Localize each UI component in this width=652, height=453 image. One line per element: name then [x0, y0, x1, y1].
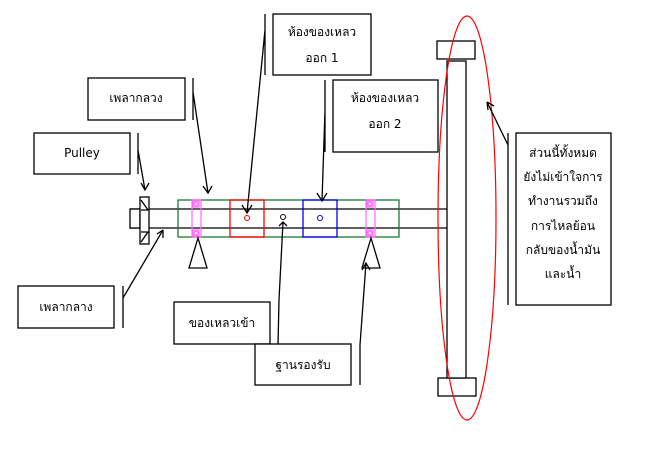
bearing-right — [365, 199, 376, 238]
disk-top-cap — [436, 40, 476, 60]
housing-rect — [177, 199, 400, 238]
label-outlet2: ห้องของเหลว ออก 2 — [332, 79, 439, 153]
label-center-shaft: เพลากลาง — [17, 285, 115, 329]
note-box: ส่วนนี้ทั้งหมด ยังไม่เข้าใจการ ทำงานรวมถ… — [515, 132, 612, 306]
bearing-left — [191, 199, 202, 238]
shaft — [129, 208, 447, 229]
note-line: การไหลย้อน — [531, 219, 595, 233]
label-hollow-shaft: เพลากลวง — [87, 77, 186, 121]
note-line: และน้ำ — [545, 265, 581, 281]
label-text: ออก 2 — [368, 117, 401, 131]
support-triangle-right — [361, 235, 381, 269]
label-text: Pulley — [64, 146, 100, 160]
disk-body — [446, 60, 467, 379]
label-text: ห้องของเหลว — [288, 25, 356, 39]
note-line: ทำงานรวมถึง — [528, 194, 598, 208]
support-triangle-left — [188, 235, 208, 269]
label-support-base: ฐานรองรับ — [254, 343, 352, 386]
label-text: เพลากลวง — [109, 91, 162, 105]
note-line: ส่วนนี้ทั้งหมด — [529, 144, 597, 160]
highlight-ellipse — [437, 15, 497, 421]
disk-bottom-cap — [437, 377, 477, 397]
outlet2-port — [317, 215, 323, 221]
label-text: ฐานรองรับ — [275, 358, 330, 372]
label-outlet1: ห้องของเหลว ออก 1 — [272, 13, 372, 76]
pulley-shape — [139, 196, 150, 245]
label-inlet: ของเหลวเข้า — [173, 301, 271, 345]
note-line: กลับของน้ำมัน — [526, 241, 601, 257]
label-pulley: Pulley — [33, 132, 131, 175]
label-text: ออก 1 — [305, 51, 338, 65]
outlet1-chamber — [229, 199, 265, 238]
label-text: ของเหลวเข้า — [189, 316, 255, 330]
outlet1-port — [244, 215, 250, 221]
label-text: เพลากลาง — [39, 300, 92, 314]
shaft-end — [129, 208, 141, 229]
leader-lines — [122, 14, 509, 385]
outlet2-chamber — [302, 199, 338, 238]
label-text: ห้องของเหลว — [351, 91, 419, 105]
inlet-port — [280, 214, 286, 220]
note-line: ยังไม่เข้าใจการ — [523, 170, 603, 184]
